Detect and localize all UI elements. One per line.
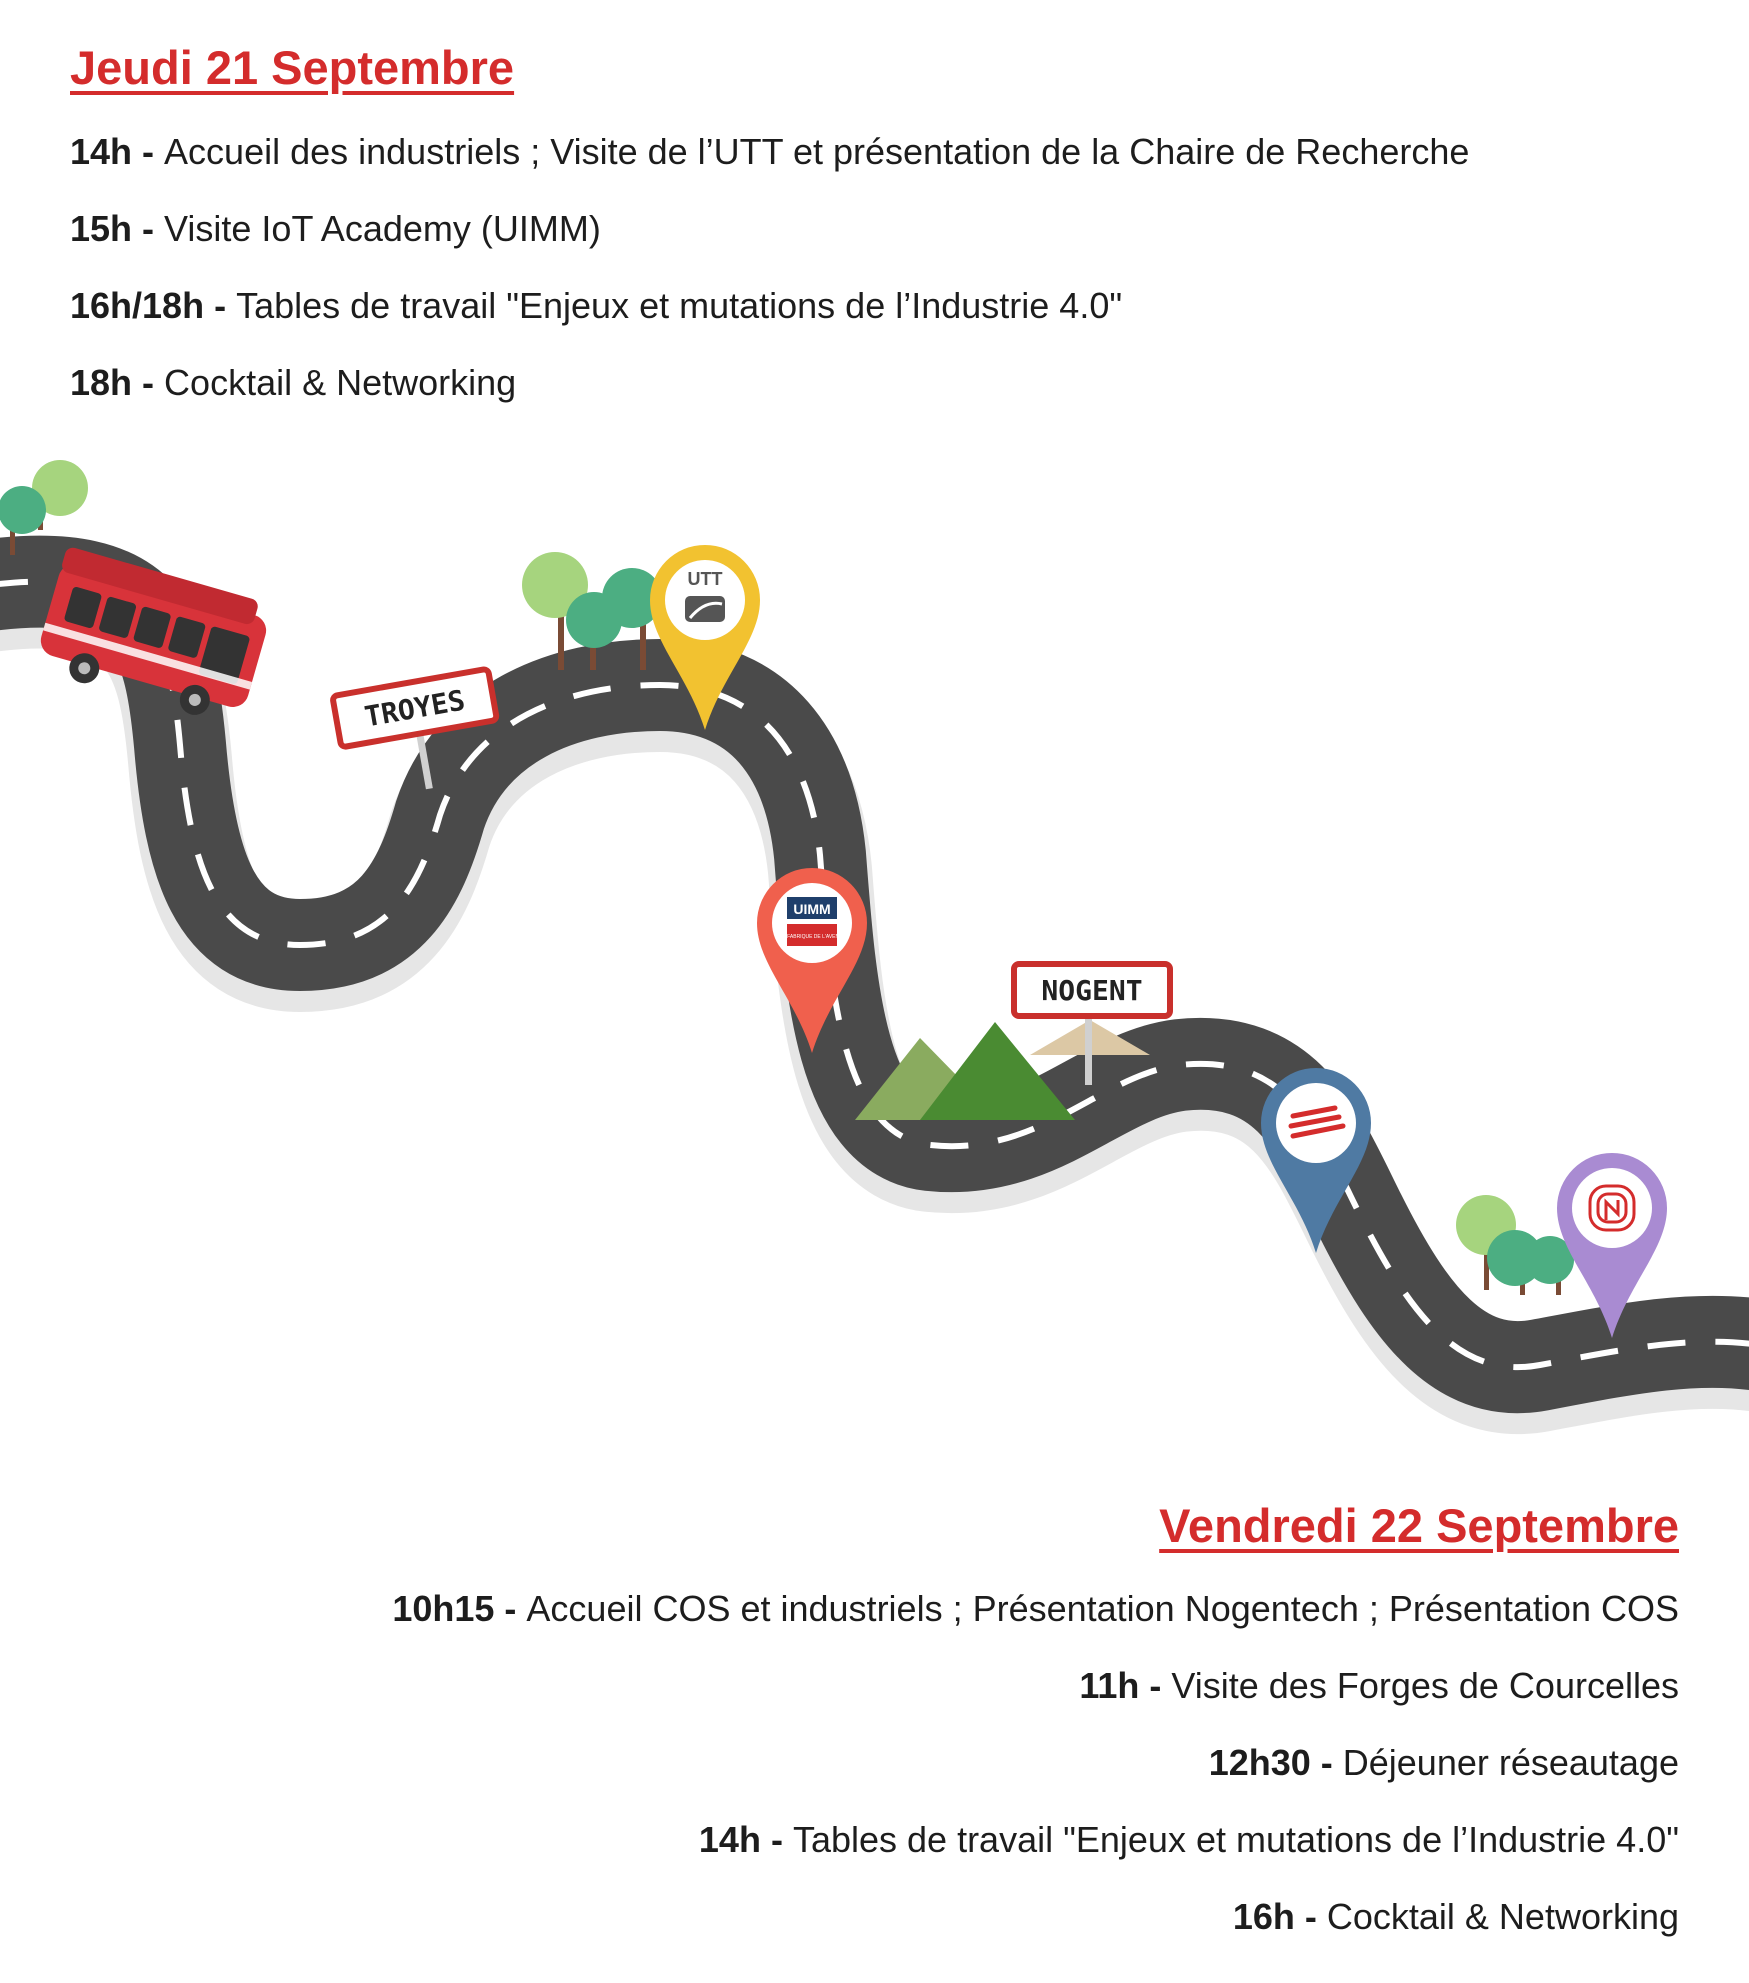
day2-title: Vendredi 22 Septembre bbox=[1159, 1499, 1679, 1552]
schedule-text: Tables de travail "Enjeux et mutations d… bbox=[792, 1819, 1679, 1860]
schedule-separator: - bbox=[494, 1588, 527, 1629]
schedule-text: Visite IoT Academy (UIMM) bbox=[164, 208, 601, 249]
schedule-item: 15h - Visite IoT Academy (UIMM) bbox=[70, 190, 1469, 267]
schedule-item: 16h - Cocktail & Networking bbox=[392, 1878, 1679, 1955]
sign-nogent-label: NOGENT bbox=[1041, 974, 1142, 1007]
schedule-time: 12h30 bbox=[1208, 1742, 1311, 1783]
tree-icon bbox=[0, 460, 88, 555]
schedule-item: 11h - Visite des Forges de Courcelles bbox=[392, 1647, 1679, 1724]
schedule-time: 16h bbox=[1232, 1896, 1295, 1937]
stripes-logo-icon bbox=[1288, 1105, 1346, 1139]
schedule-separator: - bbox=[132, 208, 165, 249]
schedule-text: Déjeuner réseautage bbox=[1342, 1742, 1679, 1783]
schedule-separator: - bbox=[204, 285, 237, 326]
schedule-text: Cocktail & Networking bbox=[1326, 1896, 1679, 1937]
road-map-illustration: TROYES UTT UIMM LA FABRIQUE DE L'AVENIR … bbox=[0, 460, 1749, 1435]
tree-icon bbox=[522, 552, 662, 670]
schedule-item: 14h - Tables de travail "Enjeux et mutat… bbox=[392, 1801, 1679, 1878]
city-sign-troyes: TROYES bbox=[330, 666, 500, 790]
schedule-item: 16h/18h - Tables de travail "Enjeux et m… bbox=[70, 267, 1469, 344]
schedule-separator: - bbox=[1139, 1665, 1172, 1706]
schedule-text: Accueil des industriels ; Visite de l’UT… bbox=[164, 131, 1470, 172]
schedule-text: Tables de travail "Enjeux et mutations d… bbox=[236, 285, 1123, 326]
schedule-separator: - bbox=[760, 1819, 793, 1860]
schedule-time: 16h/18h bbox=[70, 285, 205, 326]
schedule-time: 15h bbox=[70, 208, 133, 249]
map-pin-icon: UTT bbox=[650, 545, 760, 730]
schedule-separator: - bbox=[1294, 1896, 1327, 1937]
schedule-time: 11h bbox=[1079, 1665, 1140, 1706]
schedule-time: 14h bbox=[698, 1819, 761, 1860]
city-sign-nogent: NOGENT bbox=[1011, 961, 1173, 1085]
day1-schedule: 14h - Accueil des industriels ; Visite d… bbox=[70, 113, 1469, 421]
pin-uimm-sublabel: LA FABRIQUE DE L'AVENIR bbox=[780, 934, 845, 940]
map-pin-icon bbox=[1557, 1153, 1667, 1338]
pin-uimm-label: UIMM bbox=[793, 901, 830, 917]
schedule-text: Cocktail & Networking bbox=[164, 362, 517, 403]
pin-utt-label: UTT bbox=[688, 569, 723, 589]
schedule-text: Visite des Forges de Courcelles bbox=[1171, 1665, 1679, 1706]
road-center-line bbox=[0, 578, 1749, 1371]
schedule-item: 12h30 - Déjeuner réseautage bbox=[392, 1724, 1679, 1801]
schedule-separator: - bbox=[132, 362, 165, 403]
schedule-item: 10h15 - Accueil COS et industriels ; Pré… bbox=[392, 1570, 1679, 1647]
schedule-time: 18h bbox=[70, 362, 133, 403]
schedule-time: 10h15 bbox=[392, 1588, 495, 1629]
tree-icon bbox=[1456, 1195, 1574, 1295]
schedule-time: 14h bbox=[70, 131, 133, 172]
bus-icon bbox=[40, 547, 267, 715]
schedule-text: Accueil COS et industriels ; Présentatio… bbox=[526, 1588, 1679, 1629]
schedule-item: 18h - Cocktail & Networking bbox=[70, 344, 1469, 421]
map-pin-icon bbox=[1261, 1068, 1371, 1253]
day1-title: Jeudi 21 Septembre bbox=[70, 41, 515, 94]
schedule-separator: - bbox=[1310, 1742, 1343, 1783]
fingerprint-icon bbox=[1588, 1184, 1636, 1232]
map-pin-icon: UIMM LA FABRIQUE DE L'AVENIR bbox=[757, 868, 867, 1053]
schedule-item: 14h - Accueil des industriels ; Visite d… bbox=[70, 113, 1469, 190]
day2-schedule: 10h15 - Accueil COS et industriels ; Pré… bbox=[392, 1570, 1679, 1955]
schedule-separator: - bbox=[132, 131, 165, 172]
